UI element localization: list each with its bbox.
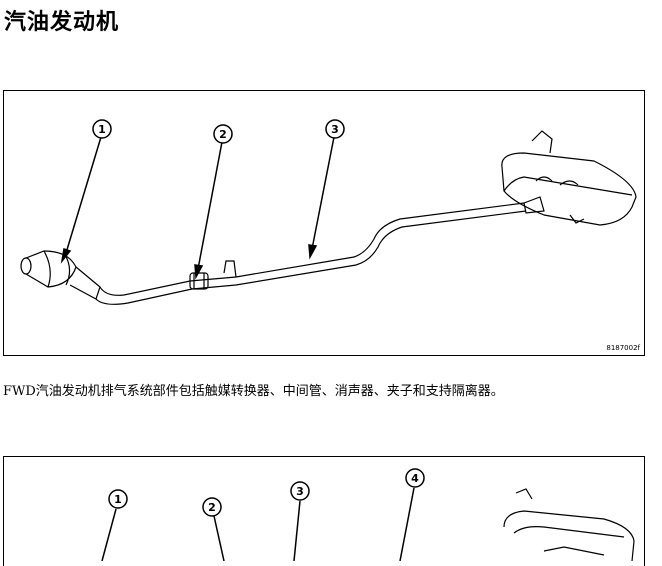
callout-number: 4: [411, 472, 419, 485]
muffler: [501, 130, 637, 226]
hanger-bracket: [223, 260, 237, 278]
figure-caption: FWD汽油发动机排气系统部件包括触媒转换器、中间管、消声器、夹子和支持隔离器。: [3, 384, 504, 399]
callout-4: 4: [405, 468, 425, 488]
callout-3-leader: [311, 136, 335, 250]
pipe-clamp: [189, 272, 209, 290]
page-title: 汽油发动机: [4, 9, 120, 35]
callout-3: 3: [325, 119, 345, 139]
callout-4-leader: [399, 487, 415, 561]
callout-3-leader: [293, 500, 301, 561]
exhaust-diagram-figure-2: 1 2 3 4: [3, 456, 645, 566]
callout-number: 2: [208, 501, 216, 514]
callout-2: 2: [213, 124, 233, 144]
callout-number: 3: [331, 123, 339, 136]
callout-2: 2: [202, 497, 222, 517]
callout-1-leader: [101, 508, 117, 561]
callout-1-leader: [65, 136, 102, 254]
muffler: [503, 488, 635, 561]
figure-code: 8187002f: [606, 344, 640, 352]
callout-number: 3: [296, 485, 304, 498]
intermediate-pipe: [95, 202, 527, 305]
callout-2-leader: [197, 141, 223, 270]
catalytic-converter: [20, 250, 101, 300]
exhaust-diagram-figure: 1 2 3 8187002f: [3, 90, 645, 356]
exhaust-system-illustration-2: 1 2 3 4: [101, 468, 635, 561]
callout-number: 1: [98, 123, 106, 136]
callout-1: 1: [108, 489, 128, 509]
callout-number: 1: [114, 493, 122, 506]
callout-1: 1: [92, 119, 112, 139]
callout-2-leader: [213, 515, 225, 561]
exhaust-system-illustration: 1 2 3: [20, 119, 637, 305]
callout-3: 3: [290, 481, 310, 501]
callout-number: 2: [219, 128, 227, 141]
